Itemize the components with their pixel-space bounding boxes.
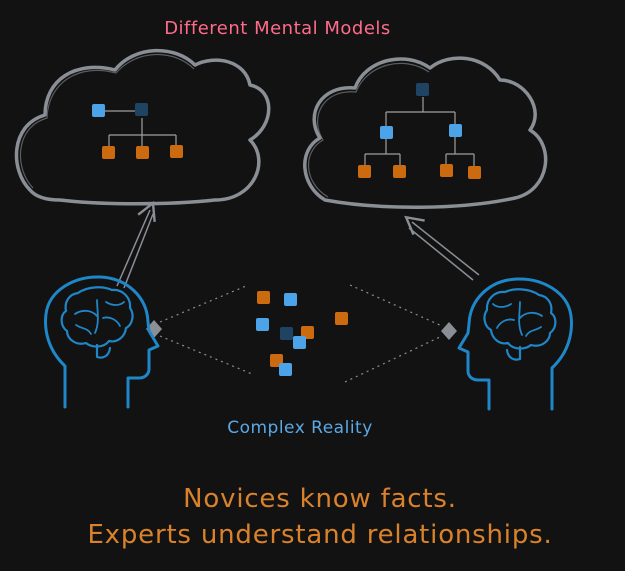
fact-node bbox=[135, 103, 148, 116]
diagram-title: Different Mental Models bbox=[164, 18, 391, 39]
fact-node bbox=[301, 326, 314, 339]
connector-diamond-icon bbox=[441, 322, 457, 340]
fact-node bbox=[136, 146, 149, 159]
fact-node bbox=[440, 164, 453, 177]
fact-node bbox=[468, 166, 481, 179]
novice-mental-model bbox=[104, 110, 177, 146]
fact-node bbox=[279, 363, 292, 376]
fact-node bbox=[416, 83, 429, 96]
fact-node bbox=[170, 145, 183, 158]
fact-node bbox=[293, 336, 306, 349]
complex-reality-label: Complex Reality bbox=[227, 418, 373, 438]
expert-head-brain-icon bbox=[457, 277, 573, 411]
fact-node bbox=[449, 124, 462, 137]
complex-reality-facts bbox=[256, 291, 348, 376]
caption-line-experts: Experts understand relationships. bbox=[87, 520, 553, 550]
fact-node bbox=[256, 318, 269, 331]
reality-connectors bbox=[159, 284, 443, 383]
fact-node bbox=[284, 293, 297, 306]
novice-head-brain-icon bbox=[44, 275, 160, 409]
novice-arrow-icon bbox=[116, 200, 156, 289]
expert-cloud-icon bbox=[303, 56, 548, 209]
fact-node bbox=[380, 126, 393, 139]
fact-node bbox=[92, 104, 105, 117]
novice-cloud-icon bbox=[14, 48, 271, 206]
fact-node bbox=[102, 146, 115, 159]
fact-node bbox=[335, 312, 348, 325]
expert-arrow-icon bbox=[404, 215, 480, 281]
expert-mental-model bbox=[364, 97, 475, 166]
fact-node bbox=[358, 165, 371, 178]
fact-node bbox=[393, 165, 406, 178]
caption-line-novices: Novices know facts. bbox=[183, 484, 457, 514]
fact-node bbox=[257, 291, 270, 304]
fact-node bbox=[280, 327, 293, 340]
